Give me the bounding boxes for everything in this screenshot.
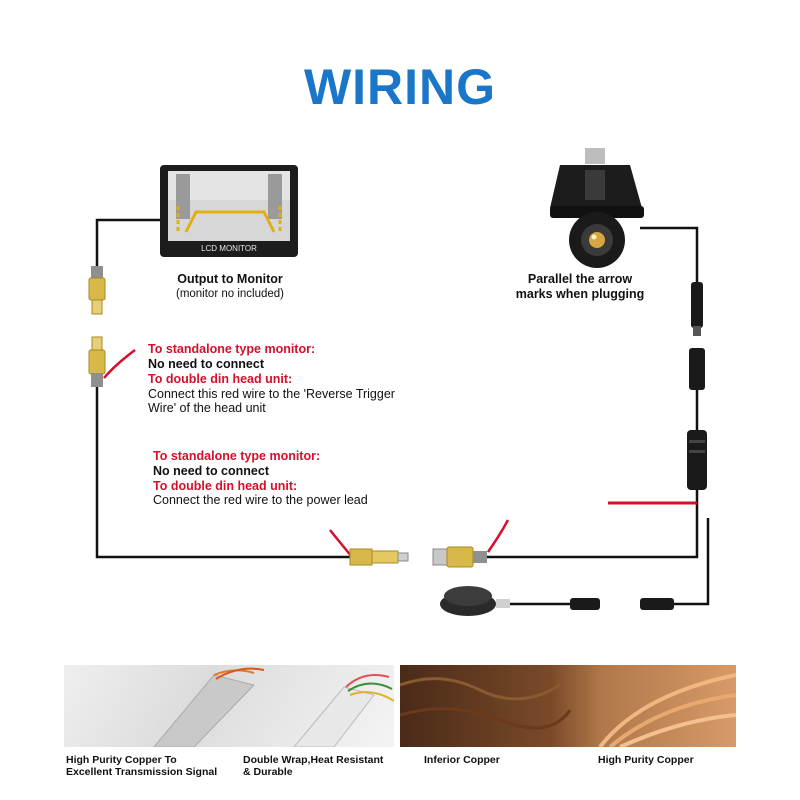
power-red-wire-right — [486, 519, 510, 553]
feature-caption-4: High Purity Copper — [598, 754, 694, 766]
cable-junction — [687, 430, 707, 490]
feature-caption-1-line1: High Purity Copper To — [66, 754, 177, 766]
main-cable-right — [487, 490, 699, 559]
feature-caption-1-line2: Excellent Transmission Signal — [66, 766, 218, 778]
monitor-screen-label: LCD MONITOR — [201, 244, 257, 253]
photo-copper-cable — [64, 665, 394, 747]
upper-din-heading: To double din head unit: — [148, 372, 293, 386]
main-cable-left — [95, 387, 350, 559]
rca-plug-monitor — [88, 266, 106, 315]
lcd-monitor — [160, 165, 298, 257]
monitor-caption: Output to Monitor — [177, 272, 283, 286]
rca-plug-middle-male — [349, 548, 409, 566]
camera-connector — [689, 282, 705, 390]
bottom-connector-male — [570, 598, 600, 610]
trigger-red-wire — [103, 349, 136, 379]
lower-din-text: Connect the red wire to the power lead — [153, 493, 368, 507]
photo-copper-compare — [400, 665, 736, 747]
lower-standalone-heading: To standalone type monitor: — [153, 449, 321, 463]
upper-din-text-line2: Wire' of the head unit — [148, 401, 266, 415]
camera-caption-line1: Parallel the arrow — [527, 272, 633, 286]
rca-socket-middle-female — [432, 546, 487, 568]
feature-caption-2-line2: & Durable — [243, 766, 293, 778]
monitor-note: (monitor no included) — [175, 288, 285, 300]
lower-standalone-text: No need to connect — [153, 464, 269, 478]
power-red-wire-left — [329, 529, 353, 558]
page-title: WIRING — [303, 59, 497, 115]
monitor-wire — [95, 218, 160, 268]
bottom-connector-female — [640, 598, 674, 610]
feature-caption-3: Inferior Copper — [424, 754, 500, 766]
camera-caption-line2: marks when plugging — [515, 287, 645, 301]
power-filter-box — [440, 586, 510, 616]
backup-camera — [550, 148, 644, 268]
upper-standalone-text: No need to connect — [148, 357, 264, 371]
upper-standalone-heading: To standalone type monitor: — [148, 342, 316, 356]
rca-plug-trigger — [88, 336, 106, 387]
camera-cable — [640, 226, 699, 282]
feature-caption-2-line1: Double Wrap,Heat Resistant — [243, 754, 384, 766]
lower-din-heading: To double din head unit: — [153, 479, 298, 493]
upper-din-text-line1: Connect this red wire to the 'Reverse Tr… — [148, 387, 395, 401]
